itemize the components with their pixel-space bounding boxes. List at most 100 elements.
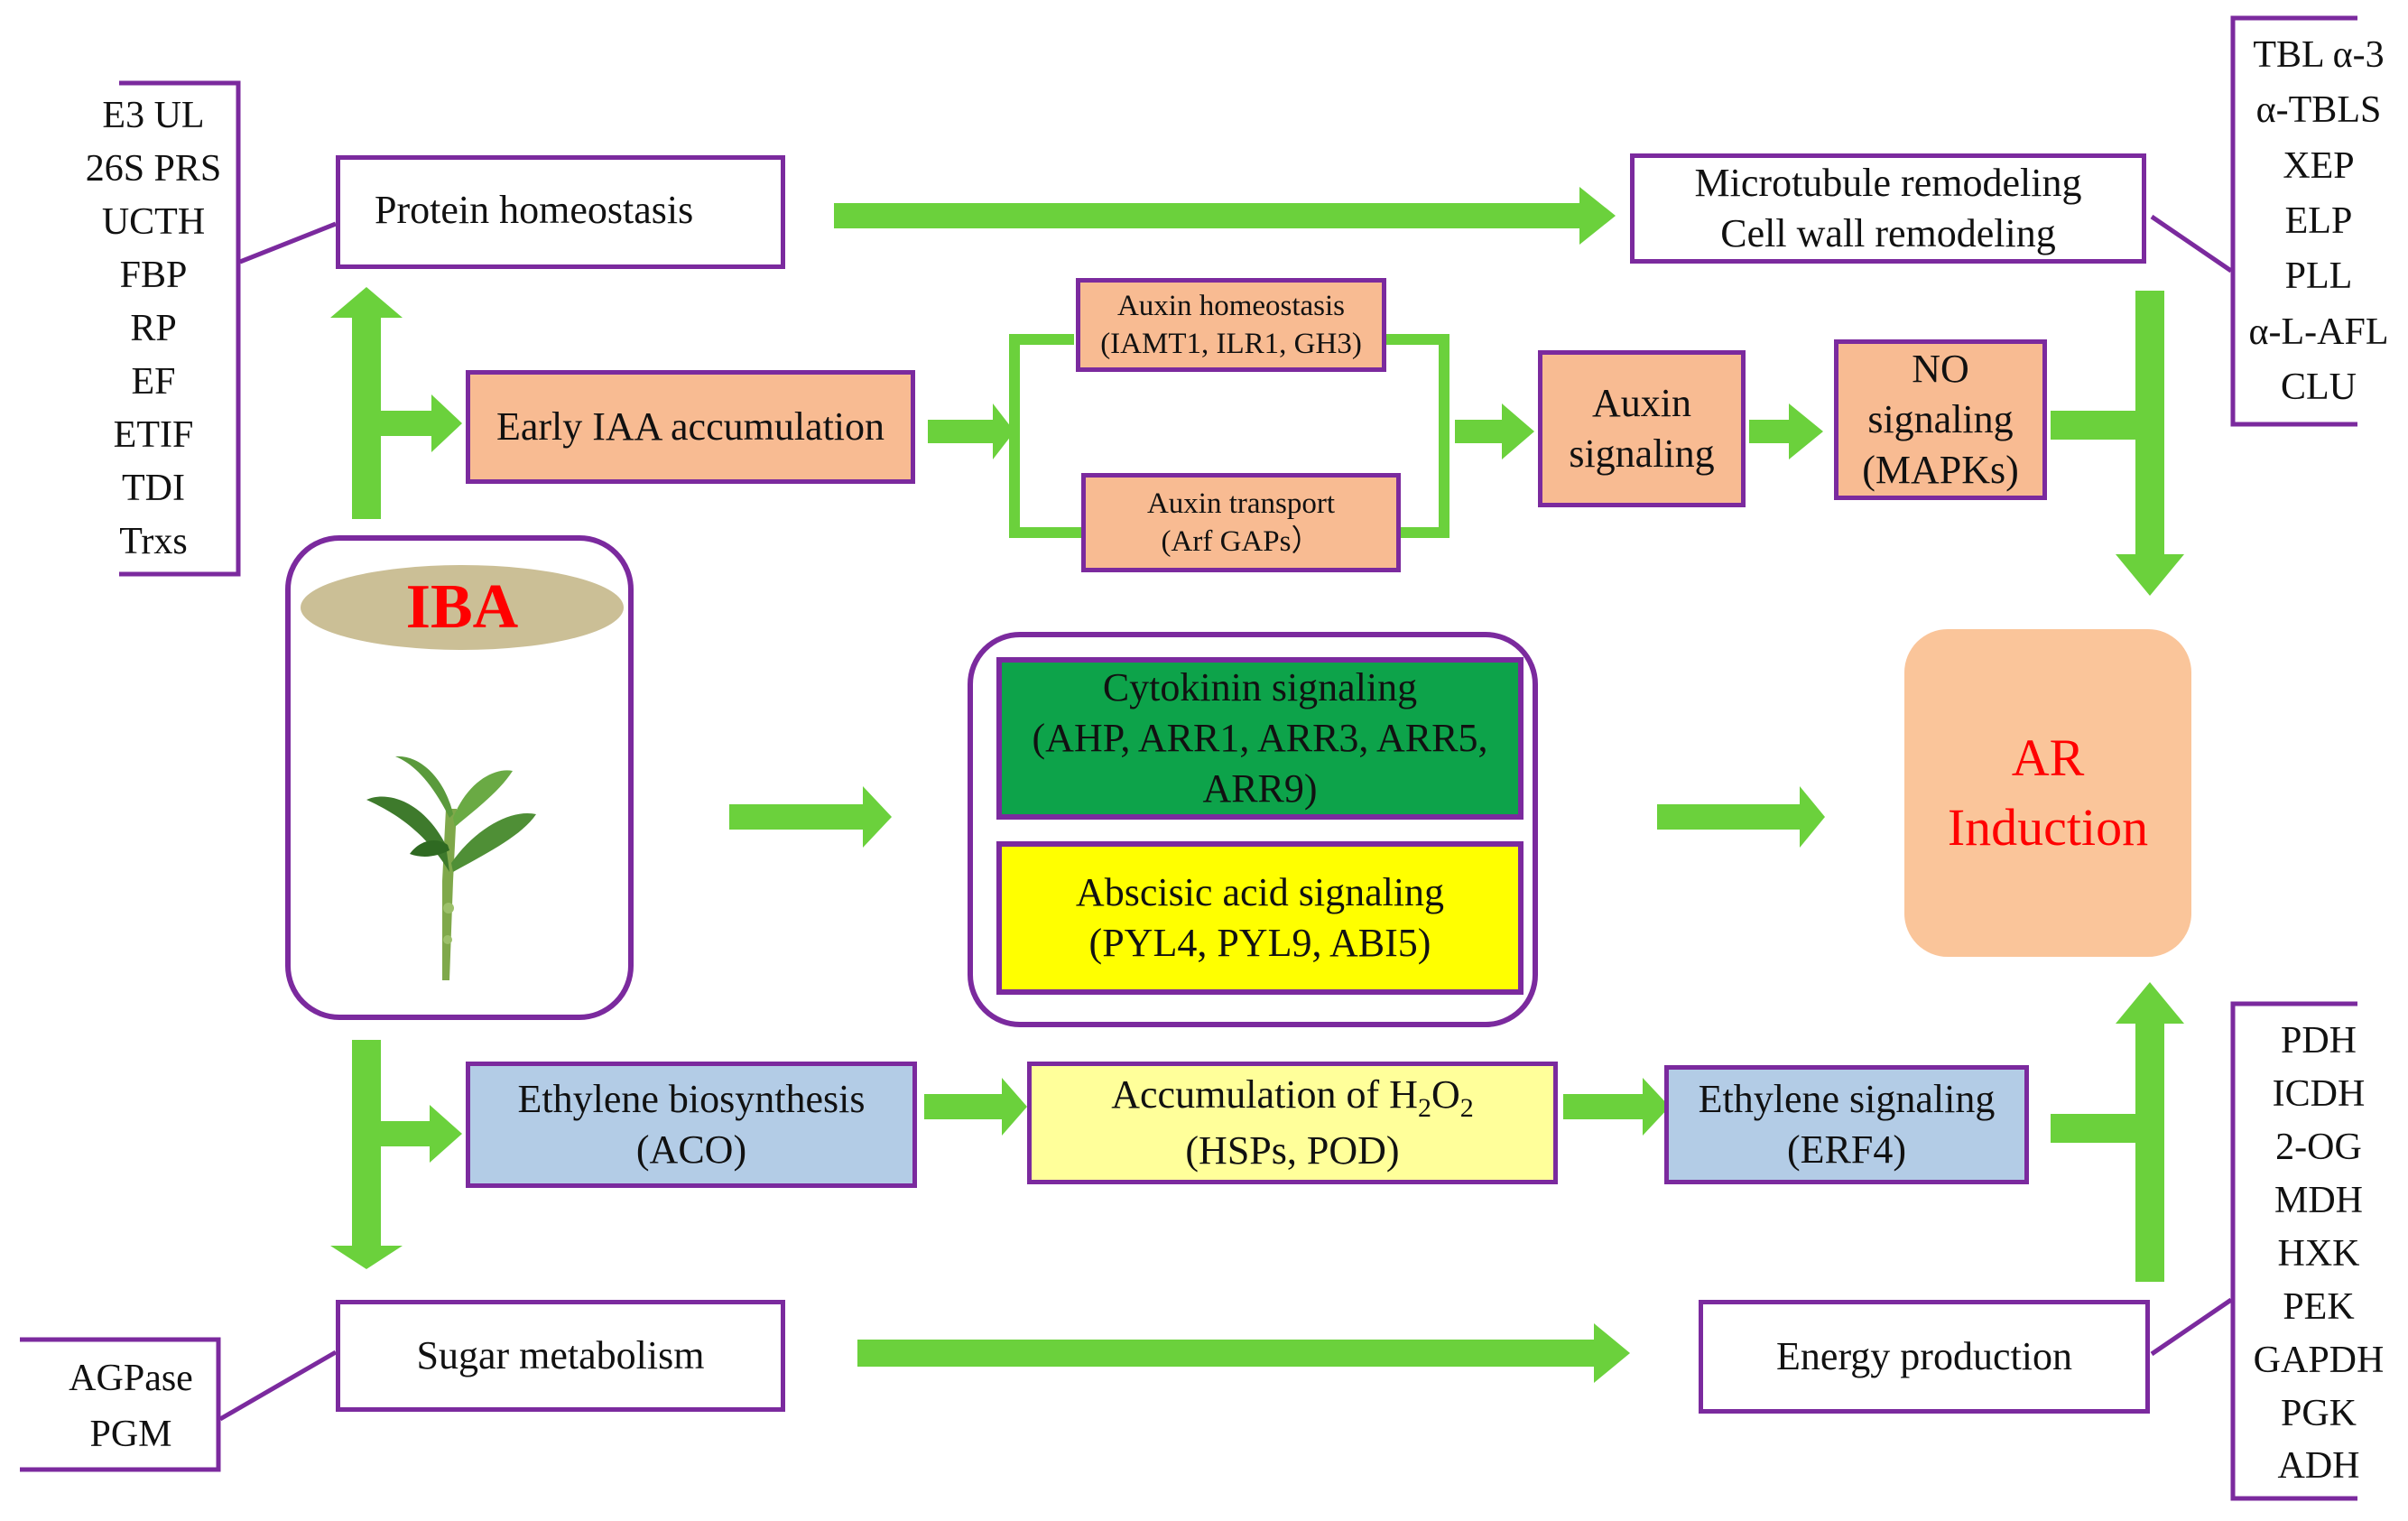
arrow-head-auxin-branches <box>993 403 1014 459</box>
cytokinin-label-3: ARR9) <box>1202 766 1318 812</box>
early-iaa-box: Early IAA accumulation <box>466 370 915 484</box>
right-bottom-gene-list: PDH ICDH 2-OG MDH HXK PEK GAPDH PGK ADH <box>2229 1015 2408 1493</box>
arrow-protein-to-microtubule <box>834 203 1583 228</box>
cytokinin-label-2: (AHP, ARR1, ARR3, ARR5, <box>1032 715 1488 760</box>
h2o2-subscript-2: 2 <box>1459 1092 1474 1123</box>
arrow-ethylene-to-h2o2 <box>924 1094 1005 1119</box>
list-item: ELP <box>2284 199 2353 242</box>
microtubule-remodeling-label: Microtubule remodeling <box>1694 160 2082 205</box>
cytokinin-signaling-box: Cytokinin signaling (AHP, ARR1, ARR3, AR… <box>996 657 1524 820</box>
ethylene-biosynthesis-box: Ethylene biosynthesis (ACO) <box>466 1062 917 1188</box>
arrow-head-h2o2 <box>1002 1078 1027 1136</box>
bracket-right-vertical <box>1439 334 1449 538</box>
list-item: AGPase <box>69 1358 193 1399</box>
arrow-head-energy <box>1594 1323 1630 1383</box>
list-item: PEK <box>2283 1285 2355 1328</box>
auxin-transport-box: Auxin transport (Arf GAPs） <box>1081 473 1401 572</box>
bracket-left-top <box>1009 334 1074 345</box>
list-item: TDI <box>122 468 185 510</box>
arrow-head-ar-middle <box>1800 786 1825 848</box>
list-item: CLU <box>2281 366 2357 409</box>
arrow-head-up-ar <box>2116 982 2184 1024</box>
ethylene-bio-label-1: Ethylene biosynthesis <box>517 1076 866 1121</box>
list-item: Trxs <box>119 521 188 563</box>
plant-cutting-image <box>366 756 536 980</box>
ethylene-bio-label-2: (ACO) <box>635 1127 747 1172</box>
list-item: α-L-AFL <box>2248 311 2389 353</box>
list-item: PLL <box>2284 255 2353 298</box>
energy-production-box: Energy production <box>1699 1300 2150 1414</box>
bracket-left-vertical <box>1009 334 1020 538</box>
sugar-metabolism-label: Sugar metabolism <box>416 1332 705 1377</box>
list-item: HXK <box>2277 1232 2360 1275</box>
no-signaling-label-3: (MAPKs) <box>1862 448 2019 493</box>
arrow-to-early-iaa <box>381 411 435 436</box>
list-item: XEP <box>2283 144 2355 187</box>
no-signaling-box: NO signaling (MAPKs) <box>1834 339 2047 500</box>
bracket-left-top-list <box>119 80 241 577</box>
iba-disc <box>301 565 624 650</box>
arrow-h2o2-to-ethylene-sig <box>1563 1094 1646 1119</box>
arrow-ethylene-sig-to-junction <box>2051 1114 2148 1143</box>
list-item: ADH <box>2277 1445 2360 1488</box>
induction-label: Induction <box>1947 797 2149 857</box>
auxin-signaling-box: Auxin signaling <box>1538 350 1746 507</box>
connector-right-bottom <box>2150 1297 2233 1357</box>
ethylene-sig-label-2: (ERF4) <box>1787 1127 1906 1172</box>
h2o2-prefix: Accumulation of H <box>1111 1071 1418 1117</box>
bracket-right-bottom <box>1399 527 1449 538</box>
cytokinin-label-1: Cytokinin signaling <box>1102 664 1418 709</box>
no-signaling-label-1: NO <box>1912 346 1969 391</box>
list-item: E3 UL <box>102 94 205 136</box>
energy-production-label: Energy production <box>1776 1333 2072 1378</box>
list-item: α-TBLS <box>2255 89 2382 132</box>
connector-right-top <box>2150 214 2233 274</box>
arrow-energy-up <box>2135 1020 2164 1282</box>
list-item: RP <box>130 307 177 349</box>
auxin-homeostasis-genes: (IAMT1, ILR1, GH3) <box>1100 328 1362 360</box>
aba-label-1: Abscisic acid signaling <box>1075 869 1445 914</box>
arrow-iba-to-cytokinin <box>729 804 866 830</box>
ethylene-signaling-box: Ethylene signaling (ERF4) <box>1664 1065 2029 1184</box>
bracket-right-top <box>1385 334 1449 345</box>
auxin-signaling-label-1: Auxin <box>1592 380 1691 425</box>
early-iaa-label: Early IAA accumulation <box>495 403 885 449</box>
ar-label: AR <box>2011 728 2085 787</box>
bracket-right-bottom-list <box>2230 1001 2357 1501</box>
bracket-left-bottom-list <box>20 1337 221 1472</box>
cell-wall-remodeling-label: Cell wall remodeling <box>1720 211 2056 255</box>
list-item: PGK <box>2280 1392 2357 1434</box>
sugar-metabolism-box: Sugar metabolism <box>336 1300 785 1412</box>
list-item: EF <box>131 361 176 403</box>
connector-left-top <box>239 221 337 264</box>
arrow-head-ethylene-bio <box>430 1105 462 1163</box>
list-item: GAPDH <box>2253 1339 2385 1381</box>
left-bottom-gene-list: AGPase PGM <box>36 1350 226 1462</box>
arrow-stem-down <box>352 1040 381 1249</box>
list-item: 26S PRS <box>85 147 222 190</box>
arrow-head-auxin-signaling <box>1502 403 1534 459</box>
list-item: 2-OG <box>2275 1127 2362 1169</box>
list-item: ICDH <box>2272 1073 2366 1116</box>
h2o2-genes-label: (HSPs, POD) <box>1185 1127 1400 1173</box>
arrow-head-cytokinin <box>863 786 892 848</box>
arrow-head-early-iaa <box>431 394 462 452</box>
arrow-microtubule-down <box>2135 291 2164 558</box>
arrow-head-ethylene-sig <box>1643 1078 1670 1136</box>
iba-label: IBA <box>405 572 519 642</box>
arrow-head-up-protein <box>330 287 403 318</box>
aba-label-2: (PYL4, PYL9, ABI5) <box>1088 921 1431 965</box>
protein-homeostasis-label: Protein homeostasis <box>375 188 694 232</box>
list-item: PDH <box>2280 1020 2357 1062</box>
arrow-no-to-junction <box>2051 411 2150 440</box>
h2o2-mid: O <box>1431 1071 1460 1117</box>
bracket-right-top-list <box>2230 15 2357 427</box>
list-item: UCTH <box>101 200 206 243</box>
h2o2-label: Accumulation of H2O2 <box>1111 1070 1473 1126</box>
auxin-homeostasis-box: Auxin homeostasis (IAMT1, ILR1, GH3) <box>1076 278 1386 372</box>
arrow-stem-up <box>352 316 381 519</box>
h2o2-subscript-1: 2 <box>1417 1092 1431 1123</box>
list-item: PGM <box>89 1414 172 1455</box>
h2o2-accumulation-box: Accumulation of H2O2 (HSPs, POD) <box>1027 1062 1558 1184</box>
